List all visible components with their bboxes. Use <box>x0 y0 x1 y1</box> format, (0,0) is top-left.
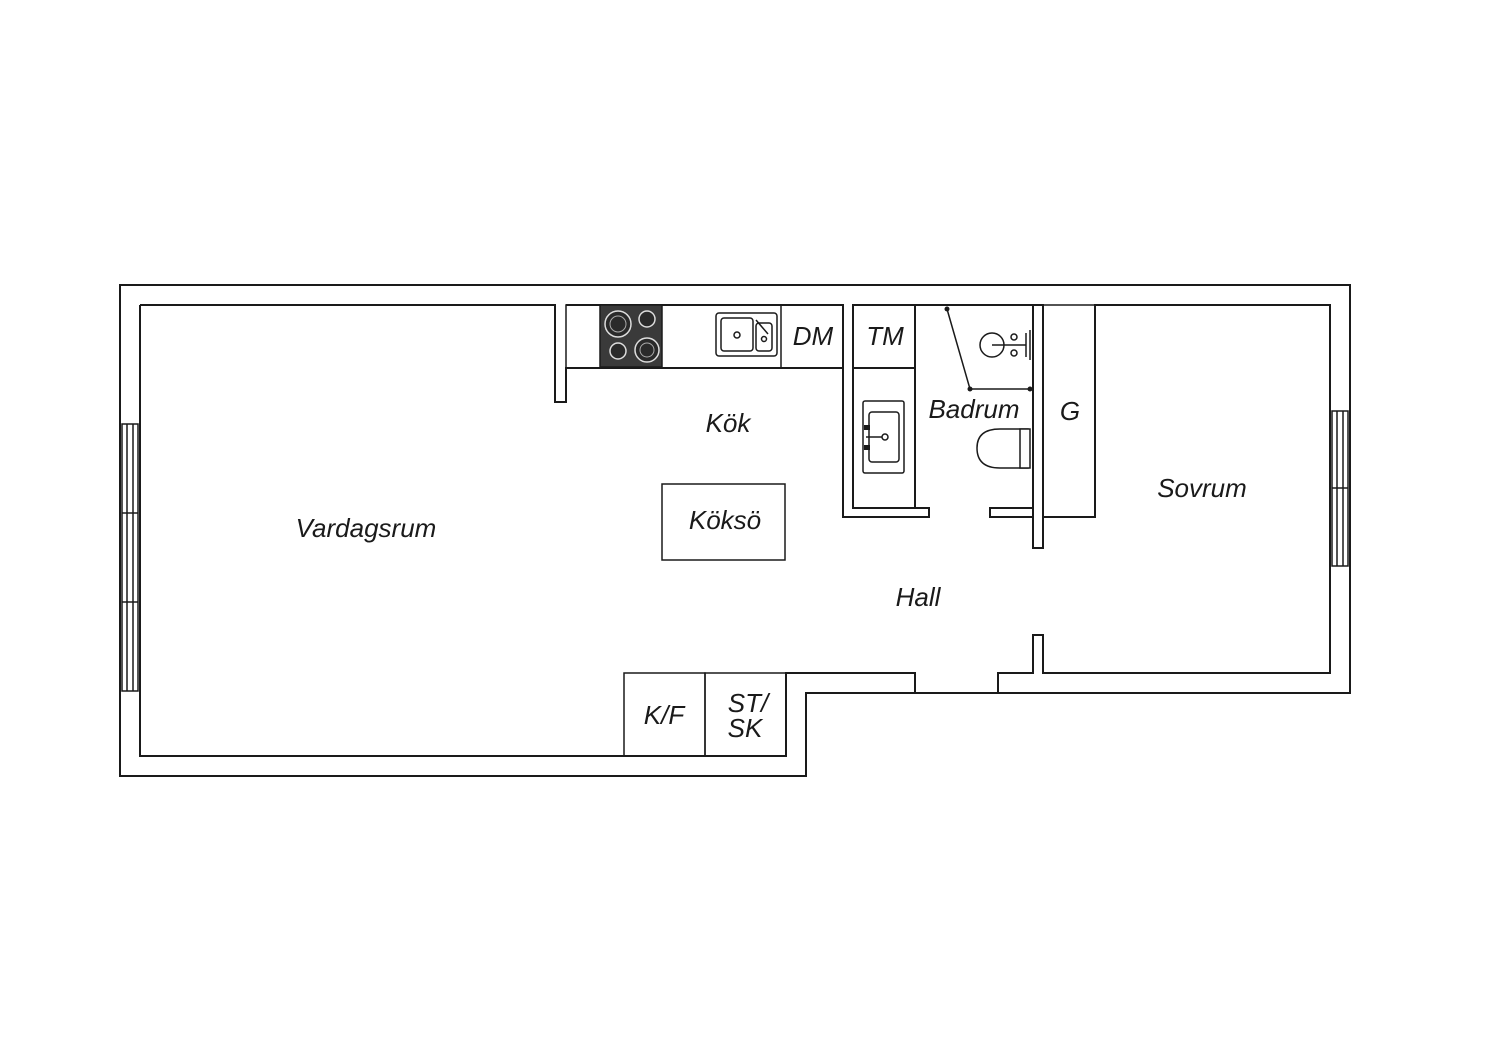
kitchen-counter <box>565 304 844 369</box>
exterior-wall-outer <box>119 284 1351 777</box>
kitchen-island <box>661 483 786 561</box>
living-room-outline <box>139 305 916 757</box>
fixture-label-storage-line1: ST/ <box>728 688 771 718</box>
kitchen-sink-icon <box>715 312 778 357</box>
fixture-label-wardrobe: G <box>1060 396 1080 426</box>
room-label-living-room: Vardagsrum <box>296 513 437 543</box>
wardrobe <box>1042 304 1096 518</box>
bathroom-stub-wall <box>989 507 1034 518</box>
room-label-kitchen-island: Köksö <box>689 505 761 535</box>
exterior-wall-inner-living <box>140 304 930 518</box>
room-label-bathroom: Badrum <box>928 394 1019 424</box>
hall-bottom-wall <box>997 304 1331 693</box>
laundry-column <box>852 368 916 508</box>
room-label-kitchen: Kök <box>706 408 753 438</box>
fixture-label-dishwasher: DM <box>793 321 834 351</box>
stove-icon <box>599 304 663 368</box>
window-right <box>1331 410 1349 567</box>
bathroom-sink-icon <box>862 400 905 474</box>
fixture-label-storage-line2: SK <box>728 713 764 743</box>
room-label-hall: Hall <box>896 582 942 612</box>
storage-unit <box>704 672 787 757</box>
toilet-icon <box>976 428 1031 469</box>
window-left <box>121 423 139 692</box>
fixture-label-fridge-freezer: K/F <box>644 700 687 730</box>
fixture-label-washing-machine: TM <box>866 321 904 351</box>
shower-icon <box>944 306 1033 392</box>
room-label-bedroom: Sovrum <box>1157 473 1247 503</box>
